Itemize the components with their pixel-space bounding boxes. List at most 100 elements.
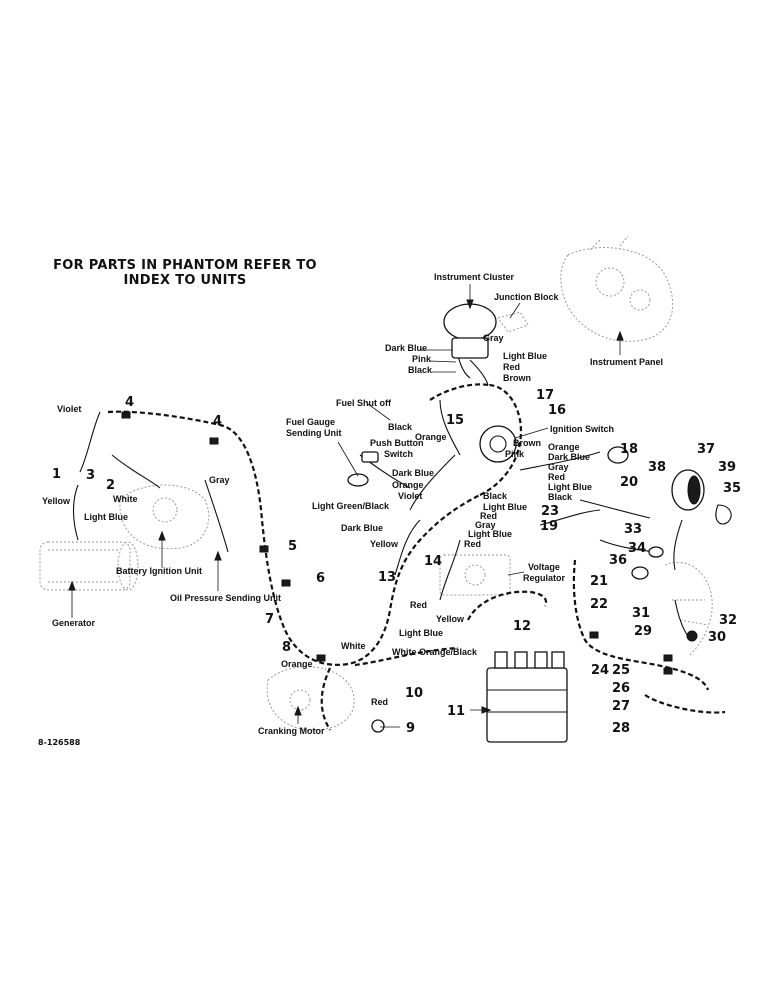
wire-mid-dark-blue: Dark Blue [392, 468, 434, 478]
callout-23: 23 [541, 504, 559, 519]
battery-ignition-unit-phantom [119, 484, 210, 550]
callout-13: 13 [378, 570, 396, 585]
wire-mid-light-blue-2: Light Blue [468, 529, 512, 539]
callout-15: 15 [446, 413, 464, 428]
label-instrument-panel: Instrument Panel [590, 357, 663, 367]
wire-mid-violet: Violet [398, 491, 422, 501]
wire-red-lower: Red [464, 539, 481, 549]
callout-32: 32 [719, 613, 737, 628]
instrument-panel-phantom [560, 235, 674, 342]
wire-orange-15: Orange [415, 432, 447, 442]
wire-white-orange-black: White Orange/Black [392, 647, 478, 657]
wire-right-light-blue: Light Blue [548, 482, 592, 492]
wire-cluster-pink: Pink [412, 354, 432, 364]
label-fuel-gauge: Fuel Gauge [286, 417, 335, 427]
label-sending-unit: Sending Unit [286, 428, 342, 438]
callout-27: 27 [612, 699, 630, 714]
callout-20: 20 [620, 475, 638, 490]
callout-34: 34 [628, 541, 646, 556]
callout-29: 29 [634, 624, 652, 639]
callout-7: 7 [265, 612, 274, 627]
wire-white-bottom: White [341, 641, 366, 651]
callout-12: 12 [513, 619, 531, 634]
label-generator: Generator [52, 618, 96, 628]
label-switch: Switch [384, 449, 413, 459]
wire-light-blue-left: Light Blue [84, 512, 128, 522]
wire-right-gray: Gray [548, 462, 569, 472]
generator-phantom [39, 541, 139, 591]
phantom-note-line-1: FOR PARTS IN PHANTOM REFER TO [53, 258, 317, 273]
component-labels: Instrument Cluster Junction Block Instru… [52, 272, 663, 736]
wire-right-black: Black [548, 492, 573, 502]
wire-orange-bottom: Orange [281, 659, 313, 669]
label-voltage: Voltage [528, 562, 560, 572]
callout-11: 11 [447, 704, 465, 719]
grommet-35 [715, 504, 732, 525]
switch-18 [607, 446, 629, 464]
phantom-note-line-2: INDEX TO UNITS [123, 273, 247, 288]
push-button-switch-unit [361, 451, 379, 463]
wire-right-dark-blue: Dark Blue [548, 452, 590, 462]
wire-mid-black: Black [483, 491, 508, 501]
wire-color-labels: Violet Yellow Light Blue White Gray Dark… [42, 333, 592, 707]
wire-red-bottom: Red [371, 697, 388, 707]
callout-9: 9 [406, 721, 415, 736]
callout-36: 36 [609, 553, 627, 568]
dashboard-lower-phantom [664, 562, 713, 656]
label-push-button: Push Button [370, 438, 424, 448]
wire-right-orange: Orange [548, 442, 580, 452]
label-regulator: Regulator [523, 573, 566, 583]
callout-35: 35 [723, 481, 741, 496]
callout-17: 17 [536, 388, 554, 403]
callout-31: 31 [632, 606, 650, 621]
callout-25: 25 [612, 663, 630, 678]
wire-red-regulator: Red [410, 600, 427, 610]
callout-3: 3 [86, 468, 95, 483]
callout-39: 39 [718, 460, 736, 475]
label-oil-pressure-sending-unit: Oil Pressure Sending Unit [170, 593, 281, 603]
callout-28: 28 [612, 721, 630, 736]
fuel-gauge-sending-unit [347, 473, 369, 487]
wire-mid-gray: Gray [475, 520, 496, 530]
leader-lines [71, 284, 621, 728]
callout-4a: 4 [125, 395, 134, 410]
thin-leads [72, 339, 689, 637]
wire-cluster-brown: Brown [503, 373, 531, 383]
wire-yellow-lower: Yellow [370, 539, 399, 549]
callout-8: 8 [282, 640, 291, 655]
wire-mid-light-blue: Light Blue [483, 502, 527, 512]
wire-cluster-red: Red [503, 362, 520, 372]
callout-4b: 4 [213, 414, 222, 429]
callout-2: 2 [106, 478, 115, 493]
harness-clips [121, 411, 673, 675]
wire-white-left: White [113, 494, 138, 504]
callout-6: 6 [316, 571, 325, 586]
callout-21: 21 [590, 574, 608, 589]
bulb-36 [631, 566, 649, 580]
callout-37: 37 [697, 442, 715, 457]
wire-violet: Violet [57, 404, 81, 414]
callout-30: 30 [708, 630, 726, 645]
wire-cluster-black: Black [408, 365, 433, 375]
callout-33: 33 [624, 522, 642, 537]
callout-14: 14 [424, 554, 442, 569]
terminal-30 [686, 630, 698, 642]
callout-38: 38 [648, 460, 666, 475]
label-junction-block: Junction Block [494, 292, 560, 302]
arrowheads [68, 299, 624, 716]
wire-light-green-black: Light Green/Black [312, 501, 390, 511]
callout-26: 26 [612, 681, 630, 696]
junction-block-unit [497, 311, 529, 333]
callout-22: 22 [590, 597, 608, 612]
light-37 [671, 469, 705, 511]
callout-16: 16 [548, 403, 566, 418]
wire-mid-orange: Orange [392, 480, 424, 490]
battery-11 [486, 651, 568, 743]
callout-10: 10 [405, 686, 423, 701]
callout-24: 24 [591, 663, 609, 678]
wire-ign-brown: Brown [513, 438, 541, 448]
wire-mid-red: Red [480, 511, 497, 521]
label-battery-ignition-unit: Battery Ignition Unit [116, 566, 202, 576]
wire-dark-blue-lower: Dark Blue [341, 523, 383, 533]
